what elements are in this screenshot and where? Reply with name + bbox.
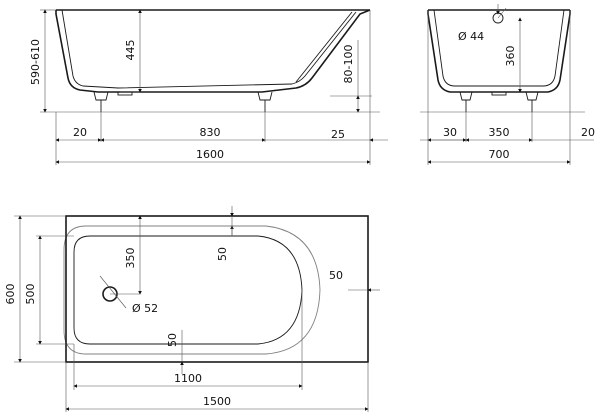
- side-length-label: 1600: [196, 148, 224, 161]
- end-width-label: 700: [489, 148, 510, 161]
- end-drain-height-label: 360: [504, 46, 517, 67]
- top-drain-diameter-label: Ø 52: [132, 302, 158, 315]
- side-inner-depth-label: 445: [124, 40, 137, 61]
- side-view: 590-610 445 80-100 20 830 25 1600: [29, 9, 388, 165]
- top-view: Ø 52 600 500 350 50 50 50: [4, 206, 380, 412]
- top-outer-length-label: 1500: [203, 395, 231, 408]
- side-feet-height-label: 80-100: [342, 45, 355, 84]
- top-rim-right-label: 50: [329, 269, 343, 282]
- side-foot-offset-left-label: 20: [73, 126, 87, 139]
- side-feet-spacing-label: 830: [200, 126, 221, 139]
- top-outer-rim: [65, 215, 369, 363]
- top-inner-basin: [73, 235, 303, 345]
- top-drain-offset-label: 350: [124, 248, 137, 269]
- side-overall-height-label: 590-610: [29, 39, 42, 85]
- top-inner-width-label: 500: [24, 284, 37, 305]
- end-foot-offset-left-label: 30: [443, 126, 457, 139]
- top-rim-bottom-label: 50: [166, 333, 179, 347]
- end-view: Ø 44 360 30 350 20 700: [420, 4, 595, 165]
- end-feet-spacing-label: 350: [489, 126, 510, 139]
- top-inner-length-label: 1100: [174, 372, 202, 385]
- end-drain-diameter-label: Ø 44: [458, 30, 484, 43]
- top-outer-width-label: 600: [4, 284, 17, 305]
- side-foot-offset-right-label: 25: [331, 128, 345, 141]
- end-foot-offset-right-label: 20: [581, 126, 595, 139]
- top-rim-top-label: 50: [216, 247, 229, 261]
